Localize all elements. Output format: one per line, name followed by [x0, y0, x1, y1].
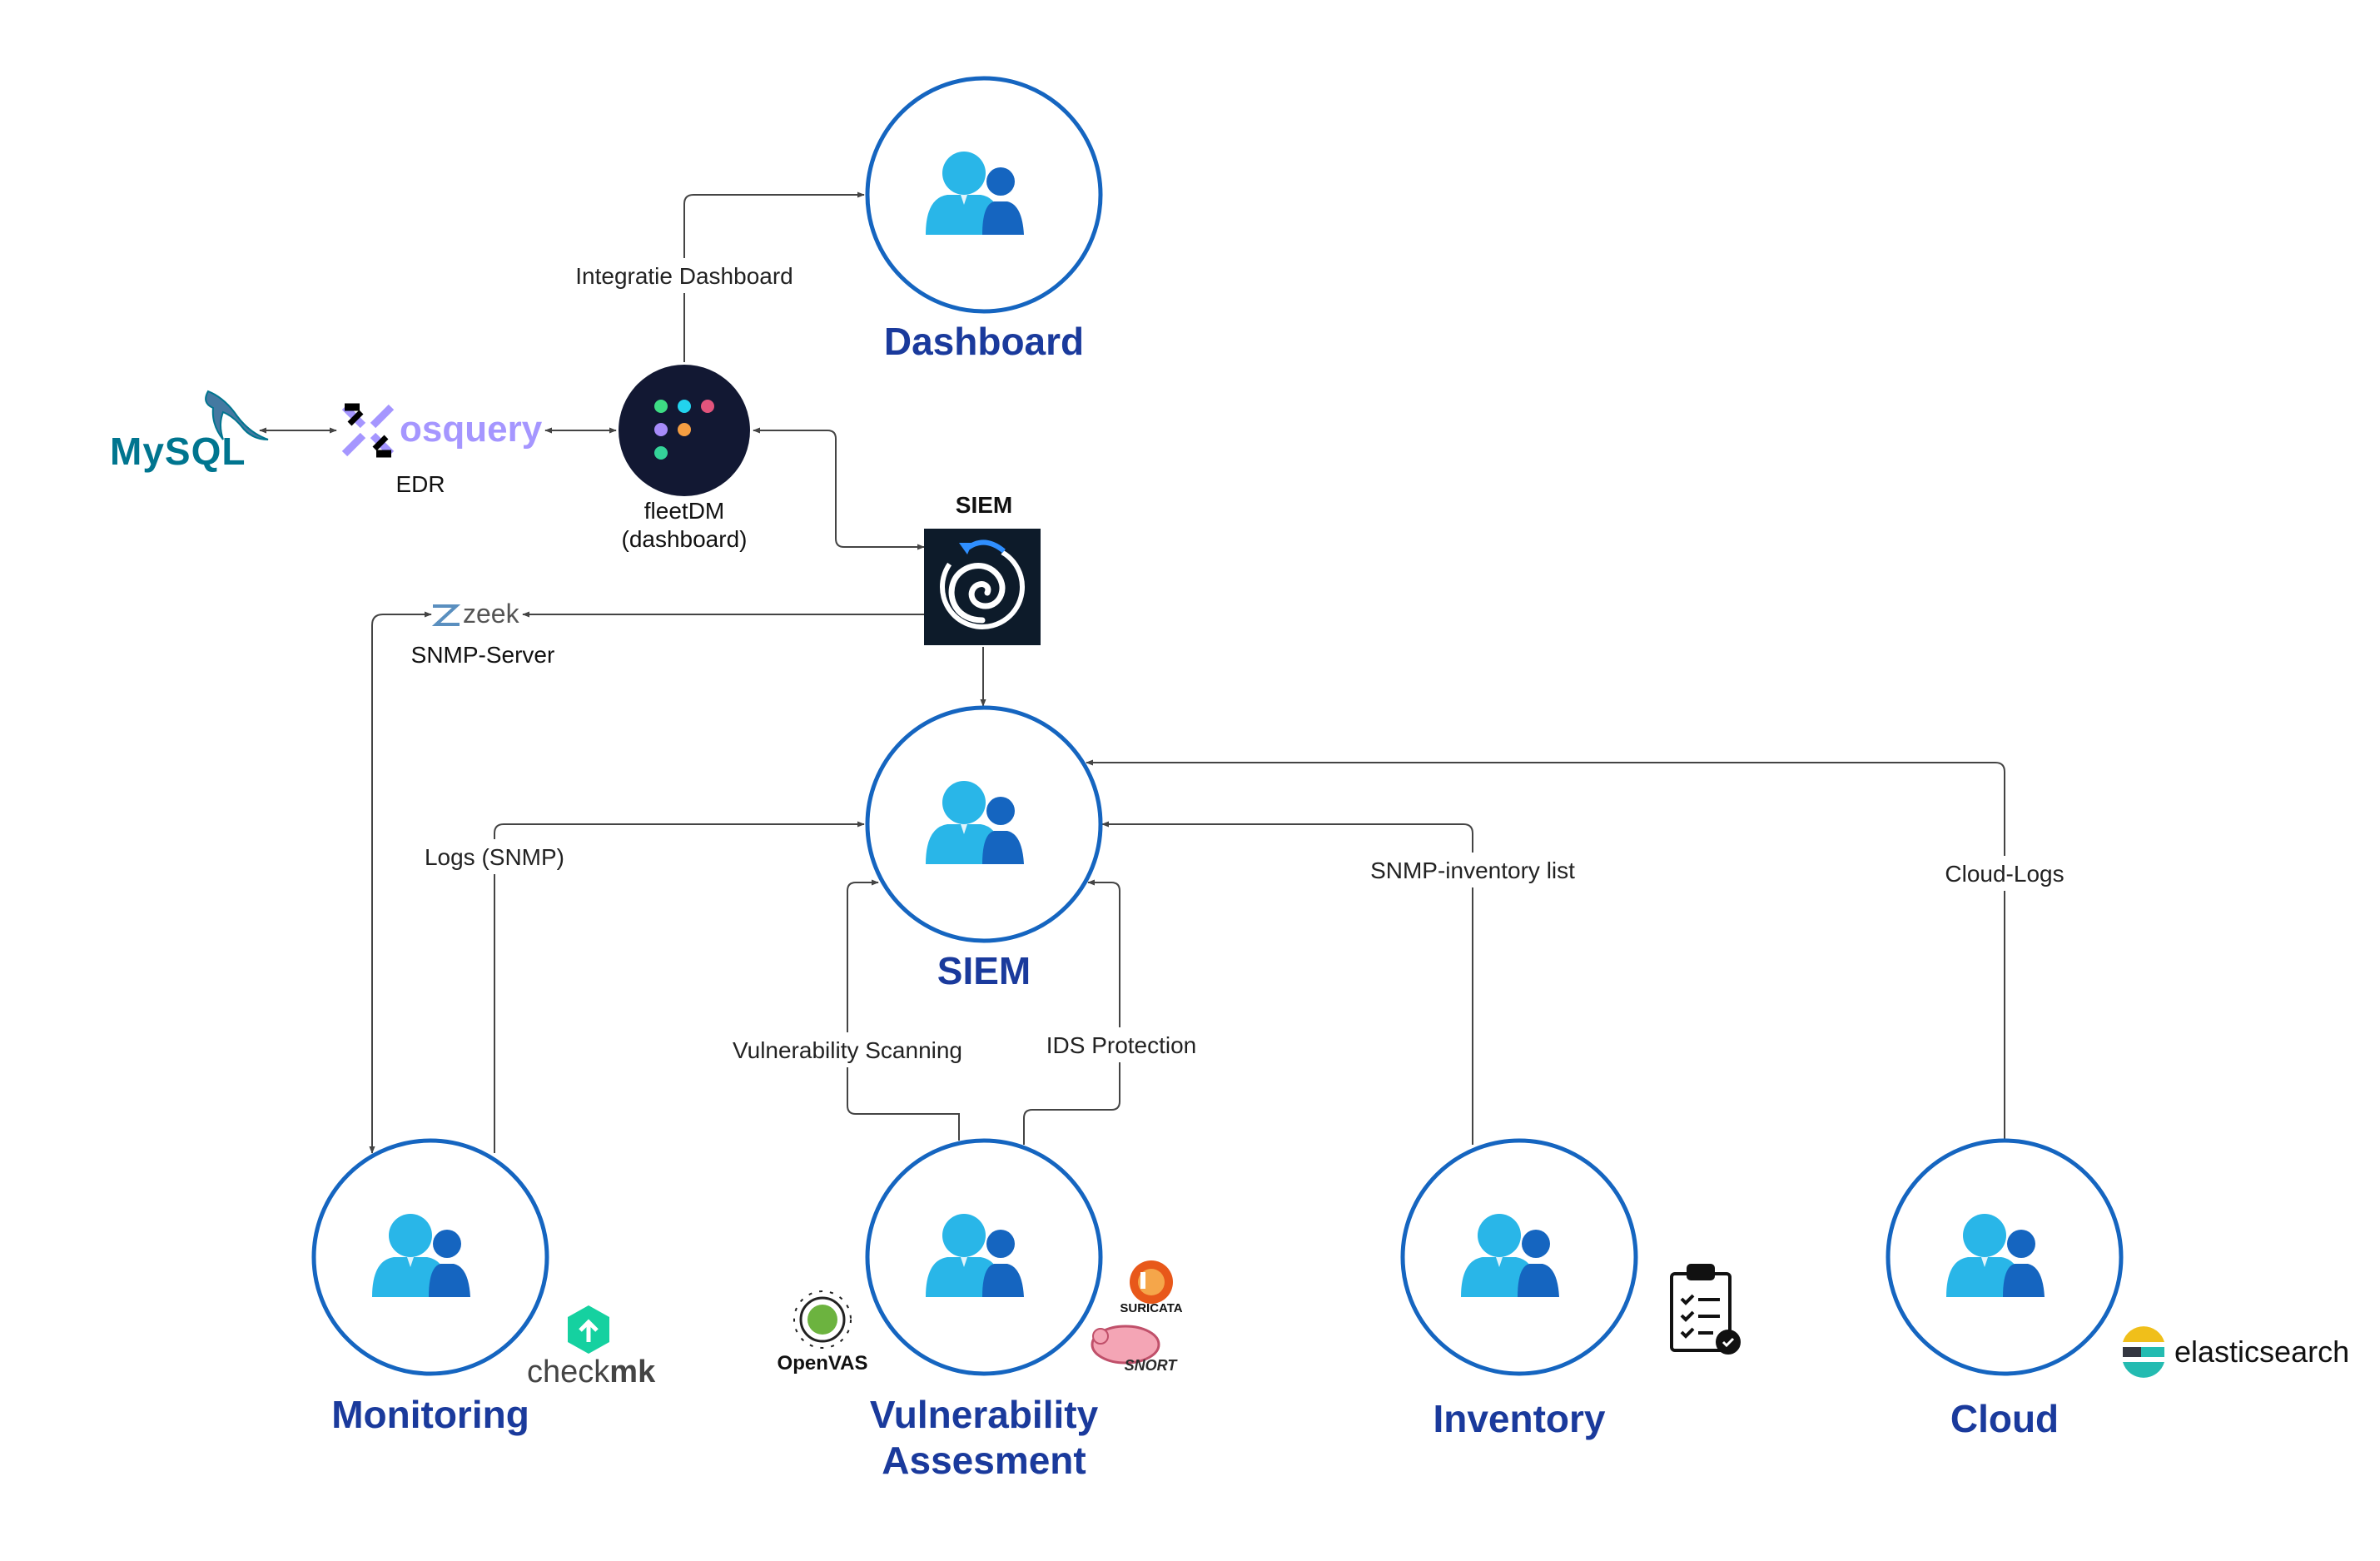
dashboard-title: Dashboard: [884, 320, 1084, 363]
wazuh-icon: [924, 529, 1041, 645]
siem-title: SIEM: [937, 949, 1031, 992]
checkmk-logo: checkmk: [527, 1305, 656, 1389]
label-integratie-dashboard: Integratie Dashboard: [575, 263, 793, 289]
edge-fleet-siemtool: [753, 427, 925, 550]
vulnerability-node: [865, 1138, 1103, 1376]
fleetdm-label-line2: (dashboard): [622, 526, 748, 552]
monitoring-node: [311, 1138, 549, 1376]
edge-vuln-siem-scan: [847, 879, 960, 1141]
checkmk-text-b: mk: [609, 1355, 656, 1389]
checkmk-text-a: check: [527, 1355, 610, 1389]
fleetdm-label-line1: fleetDM: [644, 498, 724, 524]
siem-node: [865, 705, 1103, 943]
vulnerability-title-line1: Vulnerability: [870, 1393, 1099, 1436]
label-logs-snmp: Logs (SNMP): [425, 844, 564, 870]
svg-text:checkmk: checkmk: [527, 1355, 656, 1389]
snort-text: SNORT: [1125, 1357, 1179, 1374]
osquery-logo: osquery: [341, 403, 543, 458]
suricata-text: SURICATA: [1120, 1301, 1182, 1315]
clipboard-checklist-icon: [1670, 1264, 1741, 1355]
mysql-logo: MySQL: [110, 390, 269, 473]
label-snmp-inventory: SNMP-inventory list: [1370, 858, 1575, 883]
mysql-text: MySQL: [110, 430, 246, 473]
cloud-title: Cloud: [1950, 1397, 2059, 1440]
elasticsearch-logo: elasticsearch: [2123, 1326, 2349, 1378]
cloud-node: [1886, 1138, 2124, 1376]
snmp-server-label: SNMP-Server: [411, 642, 555, 668]
edge-zeek-monitoring: [369, 611, 432, 1154]
zeek-text: zeek: [463, 599, 520, 629]
openvas-text: OpenVAS: [778, 1352, 868, 1375]
elasticsearch-text: elasticsearch: [2174, 1335, 2349, 1369]
label-vulnerability-scanning: Vulnerability Scanning: [733, 1037, 962, 1063]
edr-label: EDR: [395, 471, 445, 497]
fleetdm-icon: [619, 365, 750, 496]
inventory-title: Inventory: [1433, 1397, 1605, 1440]
edge-monitoring-siem: [494, 821, 865, 1153]
osquery-text: osquery: [400, 409, 543, 450]
monitoring-title: Monitoring: [331, 1393, 529, 1436]
vulnerability-title-line2: Assesment: [882, 1439, 1086, 1482]
edge-vuln-siem-ids: [1023, 879, 1120, 1145]
suricata-logo: SURICATA: [1120, 1260, 1183, 1315]
zeek-logo: zeek: [431, 599, 520, 629]
openvas-logo: OpenVAS: [778, 1290, 868, 1375]
snort-logo: SNORT: [1091, 1325, 1179, 1374]
dashboard-node: [865, 76, 1103, 314]
siem-tool-label: SIEM: [956, 492, 1012, 518]
edge-cloud-siem: [1086, 759, 2005, 1141]
edge-inventory-siem: [1101, 821, 1473, 1145]
edge-fleet-dashboard: [683, 191, 865, 362]
inventory-node: [1400, 1138, 1638, 1376]
label-cloud-logs: Cloud-Logs: [1945, 861, 2064, 887]
label-ids-protection: IDS Protection: [1046, 1032, 1197, 1058]
